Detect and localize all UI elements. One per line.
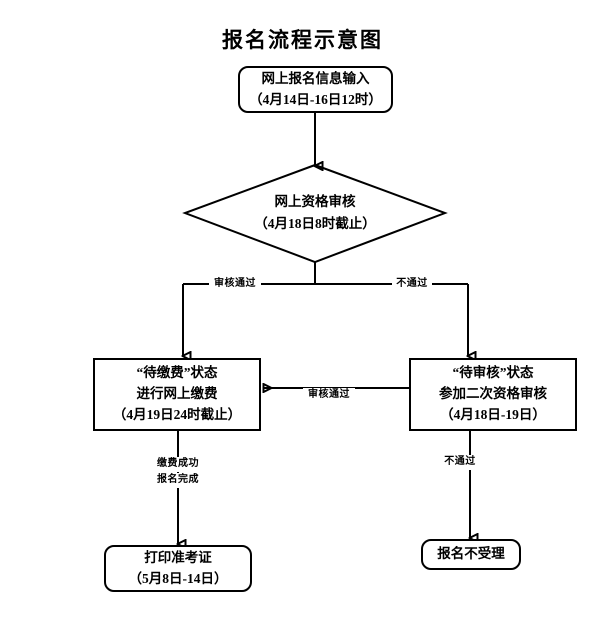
node-line: 参加二次资格审核: [439, 386, 547, 402]
node-line: 报名不受理: [437, 546, 505, 562]
edge-label-review-passed-left: 审核通过: [209, 277, 261, 292]
edge-label-review-passed-middle: 审核通过: [303, 388, 355, 403]
node-line: （4月19日24时截止）: [112, 406, 242, 422]
page-title: 报名流程示意图: [222, 28, 383, 52]
node-line: “待缴费”状态: [136, 365, 218, 381]
edge-label-review-failed-right: 不通过: [392, 277, 432, 292]
node-line: “待审核”状态: [452, 365, 534, 381]
node-registration-rejected: 报名不受理: [421, 539, 521, 570]
node-pending-payment-status: “待缴费”状态 进行网上缴费 （4月19日24时截止）: [93, 358, 261, 431]
node-line: （4月18日-19日）: [440, 406, 546, 422]
node-line: 网上资格审核: [274, 194, 356, 210]
node-print-admission-ticket: 打印准考证 （5月8日-14日）: [104, 545, 252, 592]
node-line: 进行网上缴费: [136, 386, 218, 402]
node-line: 打印准考证: [144, 549, 212, 565]
node-online-qualification-review: 网上资格审核 （4月18日8时截止）: [215, 188, 415, 238]
edge-label-payment-success: 缴费成功: [152, 457, 204, 472]
node-line: （5月8日-14日）: [128, 570, 228, 586]
edge-label-registration-complete: 报名完成: [152, 473, 204, 488]
node-online-registration-input: 网上报名信息输入 （4月14日-16日12时）: [238, 66, 393, 113]
edge-label-review-failed-bottom: 不通过: [440, 455, 480, 470]
node-line: 网上报名信息输入: [261, 70, 370, 86]
node-pending-review-status: “待审核”状态 参加二次资格审核 （4月18日-19日）: [409, 358, 577, 431]
node-line: （4月18日8时截止）: [254, 216, 376, 231]
node-line: （4月14日-16日12时）: [249, 91, 382, 107]
